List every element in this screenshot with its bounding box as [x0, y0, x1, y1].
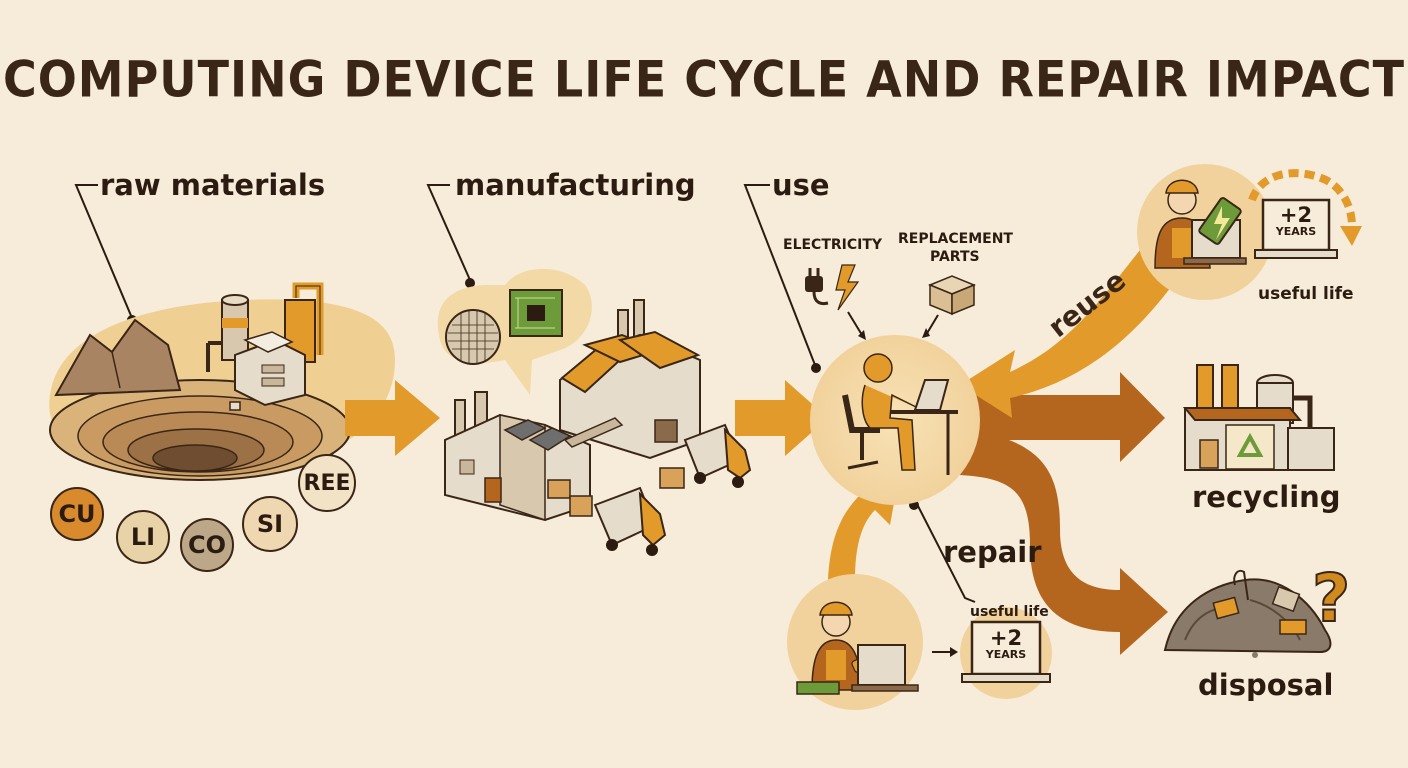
- label-disposal: disposal: [1198, 668, 1334, 702]
- label-useful-life-reuse: useful life: [1258, 284, 1354, 304]
- extension-badge-reuse: +2 YEARS: [1263, 203, 1329, 238]
- question-mark-icon: ?: [1311, 559, 1351, 638]
- mineral-badge: REE: [298, 454, 356, 512]
- extension-unit: YEARS: [985, 648, 1027, 661]
- page-title: COMPUTING DEVICE LIFE CYCLE AND REPAIR I…: [2, 49, 1406, 109]
- label-use: use: [772, 168, 830, 202]
- arrow-use-to-disposal: [960, 430, 1168, 655]
- label-repair: repair: [943, 535, 1042, 569]
- leader-use: [743, 184, 816, 366]
- box-icon: [928, 275, 976, 316]
- manufacturing-illustration: [437, 268, 752, 556]
- label-parts: PARTS: [930, 249, 980, 265]
- extension-badge-repair: +2 YEARS: [972, 626, 1040, 661]
- mine-illustration: [49, 282, 395, 481]
- arrow-use-to-recycling: [960, 372, 1165, 462]
- label-raw-materials: raw materials: [100, 168, 326, 202]
- label-manufacturing: manufacturing: [455, 168, 696, 202]
- label-useful-life-repair: useful life: [970, 604, 1049, 620]
- mineral-badge: CU: [50, 487, 104, 541]
- mineral-badge: LI: [116, 510, 170, 564]
- extension-amount: +2: [1279, 203, 1313, 227]
- use-illustration: [805, 250, 1180, 655]
- bolt-icon: [835, 264, 860, 311]
- extension-amount: +2: [989, 626, 1023, 650]
- disposal-illustration: [1163, 569, 1332, 658]
- mineral-badge: CO: [180, 518, 234, 572]
- extension-unit: YEARS: [1275, 225, 1317, 238]
- reuse-illustration: [1137, 164, 1362, 300]
- recycle-icon: [1236, 432, 1264, 457]
- mineral-badge: SI: [242, 496, 298, 552]
- leader-manufacturing: [426, 184, 471, 281]
- label-electricity: ELECTRICITY: [783, 237, 883, 253]
- label-replacement: REPLACEMENT: [898, 231, 1013, 247]
- leader-repair: [917, 505, 976, 603]
- plug-icon: [805, 268, 829, 306]
- arrow-reuse-to-use: [960, 250, 1180, 418]
- label-recycling: recycling: [1192, 480, 1341, 514]
- arrow-raw-to-manufacturing: [345, 380, 440, 456]
- recycling-illustration: [1182, 364, 1335, 471]
- leader-lines: [74, 184, 976, 603]
- cycle-arrow: [1248, 169, 1356, 227]
- repair-illustration: [787, 574, 1052, 710]
- arrow-manufacturing-to-use: [735, 380, 828, 456]
- leader-raw-materials: [74, 184, 133, 319]
